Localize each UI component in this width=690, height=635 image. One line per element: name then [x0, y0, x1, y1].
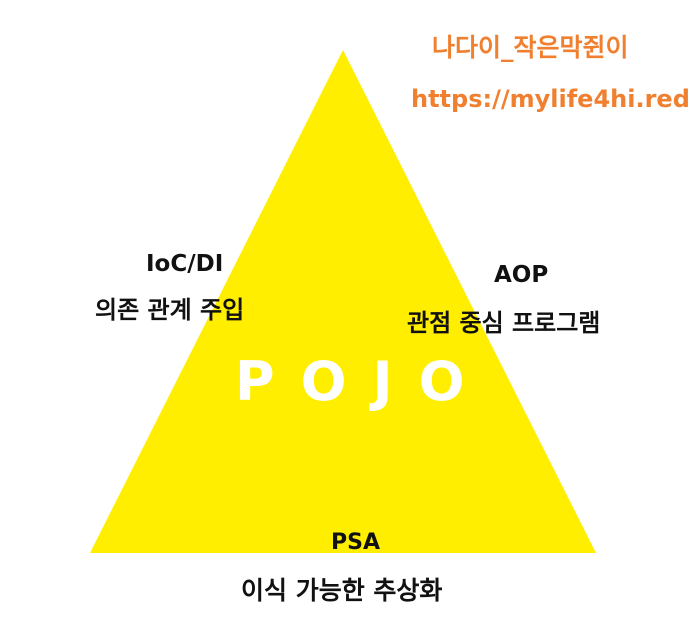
ioc-di-title: IoC/DI [146, 251, 224, 277]
watermark-blog-url: https://mylife4hi.red [411, 85, 690, 113]
aop-description: 관점 중심 프로그램 [407, 309, 601, 337]
aop-title: AOP [494, 262, 549, 288]
psa-title: PSA [331, 530, 380, 555]
watermark-blog-name: 나다이_작은막쥔이 [432, 33, 629, 62]
psa-description: 이식 가능한 추상화 [241, 576, 443, 605]
pojo-center-label: POJO [235, 350, 491, 413]
pojo-triangle [90, 50, 596, 553]
ioc-di-description: 의존 관계 주입 [95, 296, 245, 324]
